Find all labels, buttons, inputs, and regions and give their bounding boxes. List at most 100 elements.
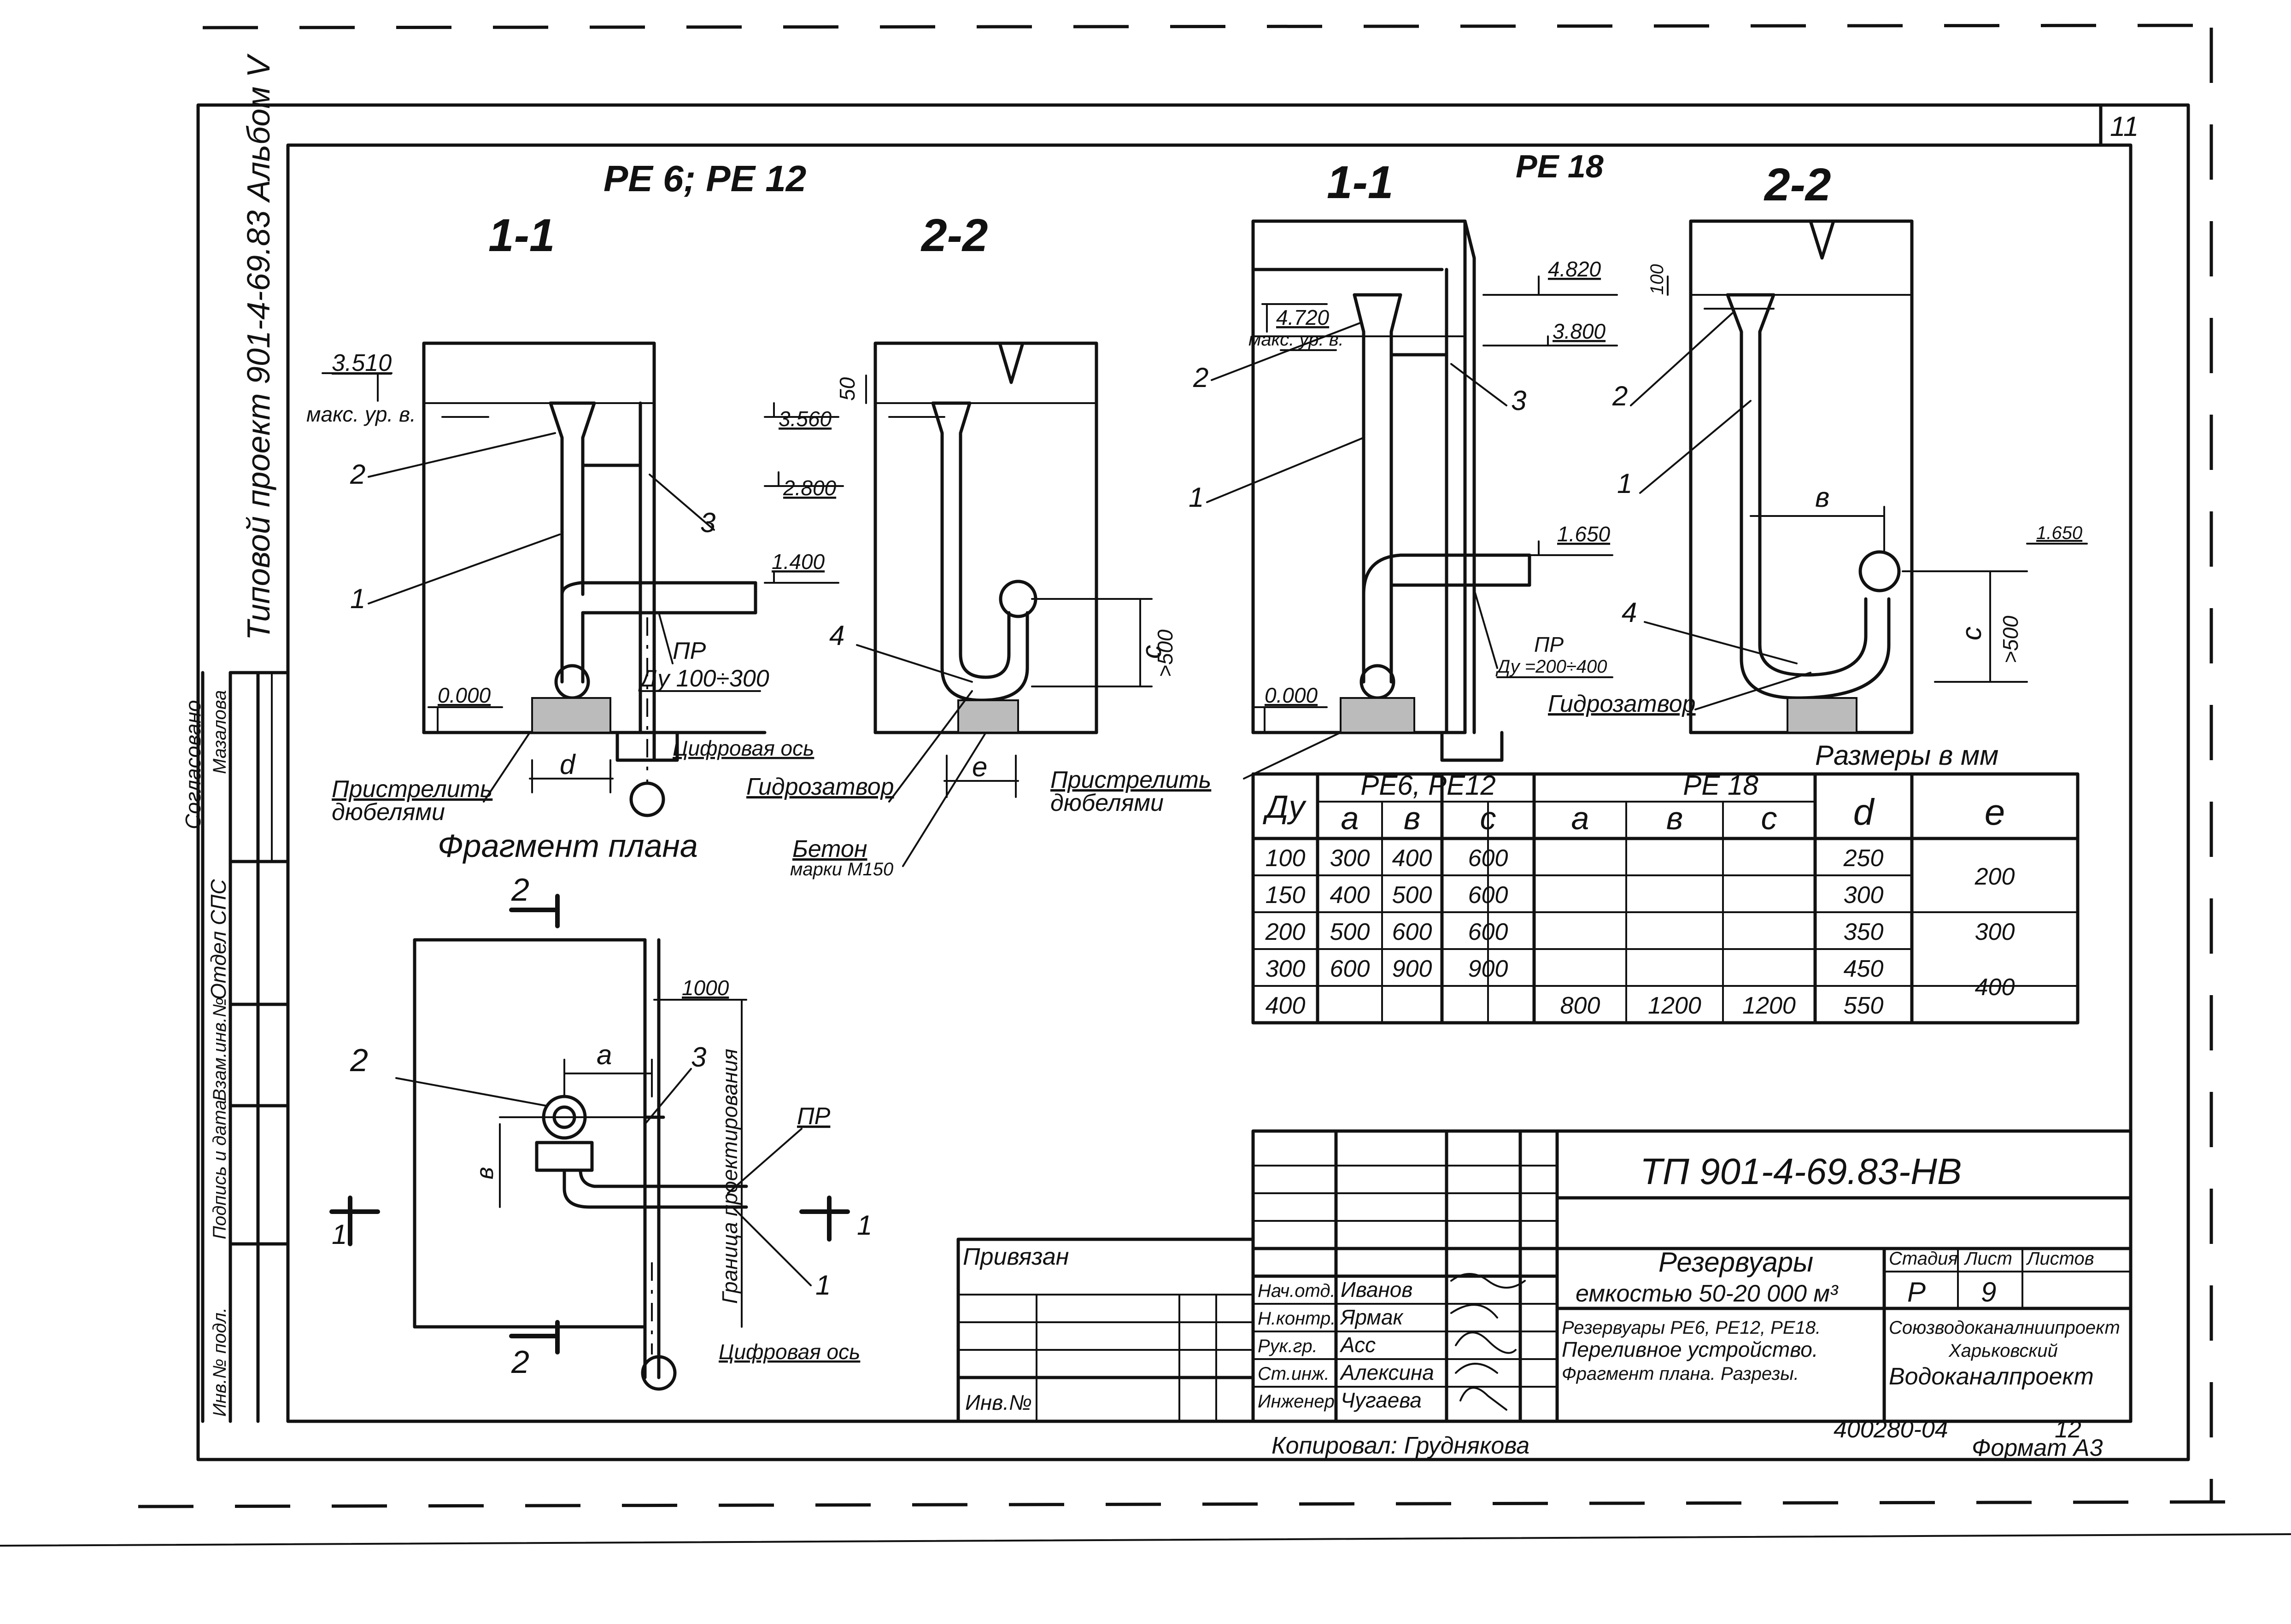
border-line: Граница проектирования [718, 1049, 742, 1304]
table-cell-d: 250 [1843, 845, 1884, 872]
max-level-large: макс. ур. в. [1248, 329, 1344, 350]
water-seal-1: Гидрозатвор [746, 774, 894, 800]
role-4: Ст.инж. [1258, 1364, 1330, 1384]
pr-plan: ПР [797, 1103, 831, 1130]
plan-fragment: Фрагмент плана 2 2 1 1 а в 1000 [329, 828, 872, 1391]
dowels-1a: Пристрелить [332, 776, 492, 803]
side-sign: Мазалова [210, 690, 230, 774]
org-1: Союзводоканалниипроект [1889, 1318, 2120, 1338]
role-2: Н.контр. [1258, 1308, 1336, 1329]
plan-callout-3: 3 [691, 1042, 706, 1073]
callout-4: 4 [1622, 597, 1637, 628]
plan-title: Фрагмент плана [438, 828, 698, 864]
th-dy: Ду [1262, 789, 1307, 825]
cut-2-bottom: 2 [511, 1344, 529, 1380]
table-cell: 300 [1330, 845, 1370, 872]
table-cell: 1200 [1648, 992, 1701, 1019]
side-col-3: Инв.№ подл. [210, 1307, 230, 1417]
role-3: Рук.гр. [1258, 1336, 1318, 1356]
header-re6-re12: РЕ 6; РЕ 12 [604, 158, 806, 199]
level-0000-large: 0.000 [1265, 683, 1318, 707]
section-label: 2-2 [1764, 159, 1831, 211]
pr-small: ПР [673, 638, 706, 664]
dim-b-large: в [1815, 482, 1829, 513]
table-cell-dy: 400 [1266, 992, 1306, 1019]
section-label: 1-1 [1327, 157, 1394, 208]
th-sub: в [1404, 800, 1421, 836]
table-cell: 600 [1392, 919, 1432, 945]
name-1: Иванов [1341, 1278, 1412, 1302]
dimensions-table: Размеры в мм Ду РЕ6, РЕ12 РЕ 18 d е а в … [1251, 740, 2080, 1025]
table-cell: 600 [1330, 956, 1370, 982]
level-1650-a: 1.650 [1557, 522, 1611, 546]
table-cell-dy: 150 [1266, 882, 1306, 909]
table-cell: 500 [1392, 882, 1432, 909]
th-sub: с [1761, 800, 1777, 836]
table-cell-d: 450 [1844, 956, 1884, 982]
name-2: Ярмак [1339, 1305, 1404, 1329]
table-units: Размеры в мм [1815, 740, 1998, 771]
side-title: Типовой проект 901-4-69.83 Альбом V [240, 53, 276, 640]
archive-no-2: 12 [2055, 1416, 2081, 1443]
level-3510: 3.510 [332, 350, 392, 376]
table-cell-dy: 100 [1266, 845, 1306, 872]
dim-b-plan: в [472, 1167, 498, 1179]
format: Формат А3 [1972, 1435, 2103, 1461]
level-4720: 4.720 [1276, 305, 1330, 329]
side-strip: Типовой проект 901-4-69.83 Альбом V Согл… [181, 53, 290, 1423]
title-1: Резервуары [1658, 1247, 1813, 1278]
dim-gt500-small: >500 [1153, 629, 1177, 677]
level-1650-b: 1.650 [2036, 523, 2082, 543]
table-cell: 500 [1330, 919, 1370, 945]
table-cell-d: 550 [1844, 992, 1884, 1019]
sheet-number: 11 [2110, 111, 2139, 142]
th-group-b: РЕ 18 [1683, 770, 1758, 801]
level-2800: 2.800 [783, 476, 837, 500]
table-cell-dy: 300 [1266, 956, 1306, 982]
org-2: Харьковский [1948, 1341, 2058, 1361]
copied-by: Копировал: Груднякова [1271, 1432, 1529, 1459]
water-seal-2: Гидрозатвор [1548, 691, 1696, 717]
table-cell-dy: 200 [1265, 919, 1306, 945]
level-3800: 3.800 [1553, 319, 1606, 343]
digital-axis-1: Цифровая ось [673, 736, 814, 760]
th-sub: в [1666, 800, 1683, 836]
e-val-2: 300 [1975, 919, 2015, 945]
section-1-1-large: 1-1 4.720 макс. ур. в. 4.820 3.800 [1050, 157, 1618, 816]
dim-c-small: с [1136, 645, 1167, 659]
dim-c-large: с [1956, 627, 1987, 640]
stage-val: Р [1907, 1277, 1926, 1307]
role-1: Нач.отд. [1258, 1281, 1336, 1301]
level-1400: 1.400 [772, 550, 825, 574]
dowels-2b: дюбелями [1050, 790, 1164, 816]
side-dept: Отдел СПС [206, 879, 230, 1000]
e-val-3: 400 [1975, 974, 2015, 1001]
callout-4: 4 [829, 620, 844, 651]
table-cell: 900 [1468, 956, 1508, 982]
section-2-2-small: 2-2 с >500 50 е 4 Гидрозатвор Бетон марк… [746, 210, 1177, 879]
title-2: емкостью 50-20 000 м³ [1576, 1280, 1839, 1307]
org-3: Водоканалпроект [1889, 1363, 2094, 1390]
section-label: 2-2 [920, 210, 988, 261]
dim-50: 50 [835, 377, 859, 401]
name-5: Чугаева [1341, 1388, 1422, 1412]
desc-1: Резервуары РЕ6, РЕ12, РЕ18. [1562, 1318, 1821, 1338]
th-group-a: РЕ6, РЕ12 [1360, 770, 1496, 801]
max-level-small: макс. ур. в. [306, 402, 416, 426]
table-cell-d: 350 [1844, 919, 1884, 945]
dy-small: Ду 100÷300 [638, 665, 769, 692]
sheet-val: 9 [1981, 1277, 1996, 1307]
outer-frame [196, 103, 2190, 1461]
sheets-h: Листов [2026, 1249, 2094, 1269]
stamp-inv: Инв.№ [965, 1390, 1032, 1414]
name-4: Алексина [1339, 1360, 1434, 1384]
dim-d: d [560, 749, 576, 780]
e-val-1: 200 [1975, 863, 2015, 890]
section-1-1-small: 1-1 3.510 макс. ур. в. [306, 210, 844, 826]
stamp-code: ТП 901-4-69.83-НВ [1640, 1151, 1962, 1192]
sheet-h: Лист [1963, 1249, 2012, 1269]
table-cell: 800 [1560, 992, 1600, 1019]
digital-axis-2: Цифровая ось [719, 1340, 860, 1364]
role-5: Инженер [1258, 1391, 1335, 1412]
